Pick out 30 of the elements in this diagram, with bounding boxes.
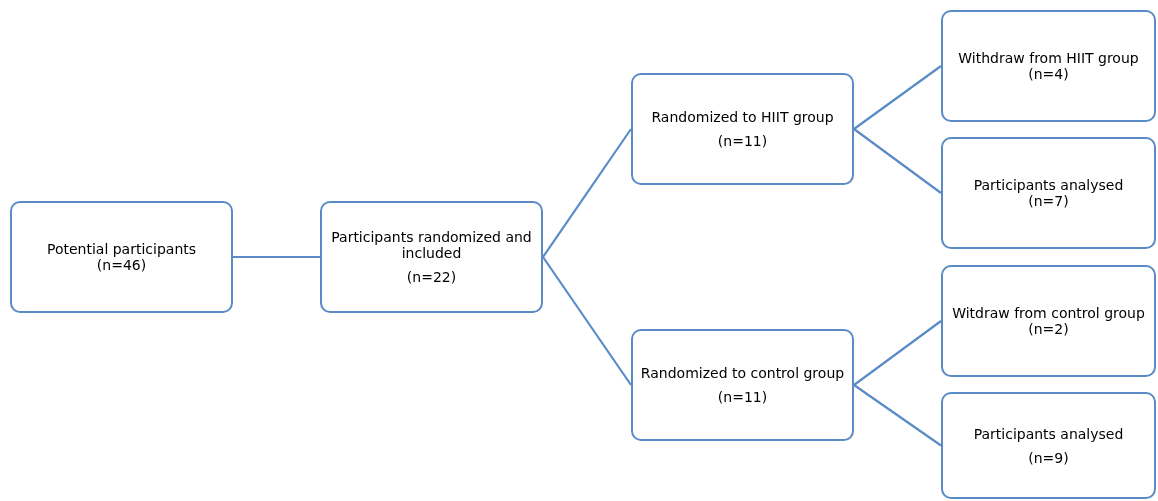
box-label: Randomized to control group [640,365,845,381]
process-box [941,137,1156,249]
process-box [631,73,854,185]
count-label: (n=9) [1028,449,1069,466]
count-label: (n=11) [717,133,768,149]
connector-line [853,320,942,386]
connector-line [853,384,942,447]
connector-line [233,255,320,259]
count-label: (n=11) [717,389,768,405]
connector-line [853,65,942,130]
box-label: Withdraw from HIIT group [958,50,1139,66]
count-label: (n=22) [406,269,457,285]
process-box [941,265,1156,377]
process-box [631,329,854,441]
box-label: Participants analysed [973,177,1124,193]
box-label: Witdraw from control group (n=2) [951,305,1146,337]
process-box [941,392,1156,499]
connector-line [542,128,632,258]
count-label: (n=7) [1028,193,1069,209]
box-label: Randomized to HIIT group [651,109,834,125]
connector-line [542,256,632,386]
box-label: Participants randomized and included [330,229,533,261]
count-label: (n=4) [1028,66,1069,82]
process-box [10,201,233,313]
box-label: Participants analysed [973,425,1124,442]
box-label: Potential participants [46,241,197,257]
connector-line [853,128,942,194]
count-label: (n=46) [96,257,147,273]
process-box [941,10,1156,122]
process-box [320,201,543,313]
